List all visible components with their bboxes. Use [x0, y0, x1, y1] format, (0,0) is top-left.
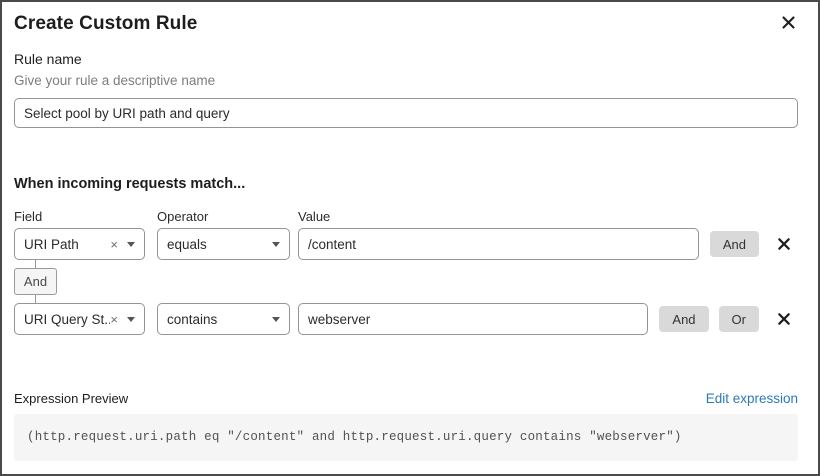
dialog-title: Create Custom Rule	[14, 13, 198, 34]
condition-connector: And	[14, 260, 798, 303]
connector-line-bottom	[35, 295, 36, 303]
rule-name-helper: Give your rule a descriptive name	[14, 73, 216, 88]
close-icon	[781, 16, 796, 33]
condition-row-1: URI Path × equals And	[14, 228, 798, 260]
field-select[interactable]: URI Path ×	[14, 228, 145, 260]
field-select-value: URI Query St...	[24, 311, 111, 327]
remove-condition-button[interactable]	[777, 312, 791, 326]
operator-select-value: equals	[167, 236, 207, 252]
or-button[interactable]: Or	[718, 306, 759, 332]
and-button[interactable]: And	[709, 231, 759, 257]
column-label-value: Value	[298, 209, 331, 224]
value-input[interactable]	[298, 303, 649, 335]
field-select[interactable]: URI Query St... ×	[14, 303, 145, 335]
field-select-value: URI Path	[24, 236, 79, 252]
rule-name-label: Rule name	[14, 51, 82, 67]
expression-code: (http.request.uri.path eq "/content" and…	[14, 414, 798, 461]
operator-select-value: contains	[167, 311, 218, 327]
close-icon	[777, 238, 791, 254]
expression-preview-label: Expression Preview	[14, 391, 129, 406]
close-icon	[777, 313, 791, 329]
column-labels: Field Operator Value	[14, 209, 798, 224]
rule-name-input[interactable]	[14, 98, 798, 128]
remove-condition-button[interactable]	[777, 237, 791, 251]
clear-field-icon[interactable]: ×	[110, 311, 118, 327]
chevron-down-icon	[127, 241, 135, 247]
connector-line-top	[35, 260, 36, 268]
operator-select[interactable]: equals	[157, 228, 290, 260]
operator-select[interactable]: contains	[157, 303, 290, 335]
condition-row-2: URI Query St... × contains And Or	[14, 303, 798, 335]
close-dialog-button[interactable]	[779, 13, 798, 32]
dialog-header: Create Custom Rule	[14, 12, 798, 36]
chevron-down-icon	[272, 241, 280, 247]
chevron-down-icon	[127, 316, 135, 322]
and-button[interactable]: And	[659, 306, 709, 332]
clear-field-icon[interactable]: ×	[110, 236, 118, 252]
edit-expression-link[interactable]: Edit expression	[705, 391, 798, 406]
connector-and-chip: And	[14, 268, 57, 295]
chevron-down-icon	[272, 316, 280, 322]
column-label-operator: Operator	[157, 209, 209, 224]
column-label-field: Field	[14, 209, 43, 224]
value-input[interactable]	[298, 228, 699, 260]
match-heading: When incoming requests match...	[14, 176, 246, 192]
expression-header: Expression Preview Edit expression	[14, 391, 798, 407]
